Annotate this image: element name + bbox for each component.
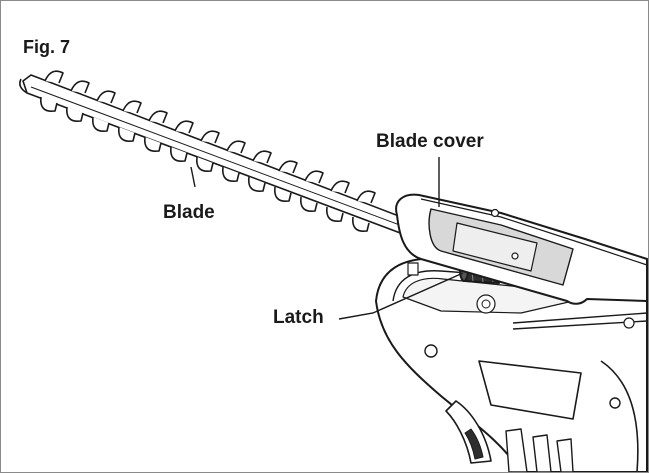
label-blade-cover: Blade cover — [376, 131, 484, 152]
figure-title: Fig. 7 — [23, 37, 71, 57]
blade — [19, 70, 418, 238]
blade-cover — [395, 193, 648, 305]
label-latch: Latch — [273, 307, 324, 328]
leader-lines — [190, 157, 464, 320]
blade-leader — [190, 166, 196, 188]
trimmer-body — [375, 257, 648, 472]
latch-leader — [338, 272, 464, 320]
label-blade: Blade — [163, 202, 215, 223]
